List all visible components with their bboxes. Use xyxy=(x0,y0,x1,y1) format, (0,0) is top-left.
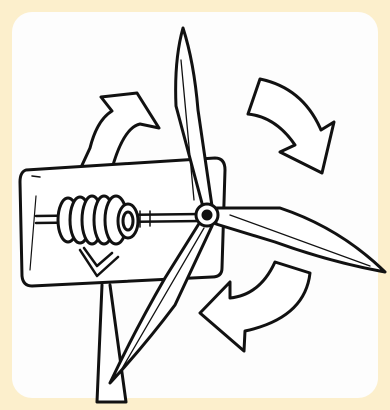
tower xyxy=(97,285,126,402)
rotation-arrow-top-right-icon xyxy=(248,79,334,173)
generator-coil xyxy=(58,196,138,244)
